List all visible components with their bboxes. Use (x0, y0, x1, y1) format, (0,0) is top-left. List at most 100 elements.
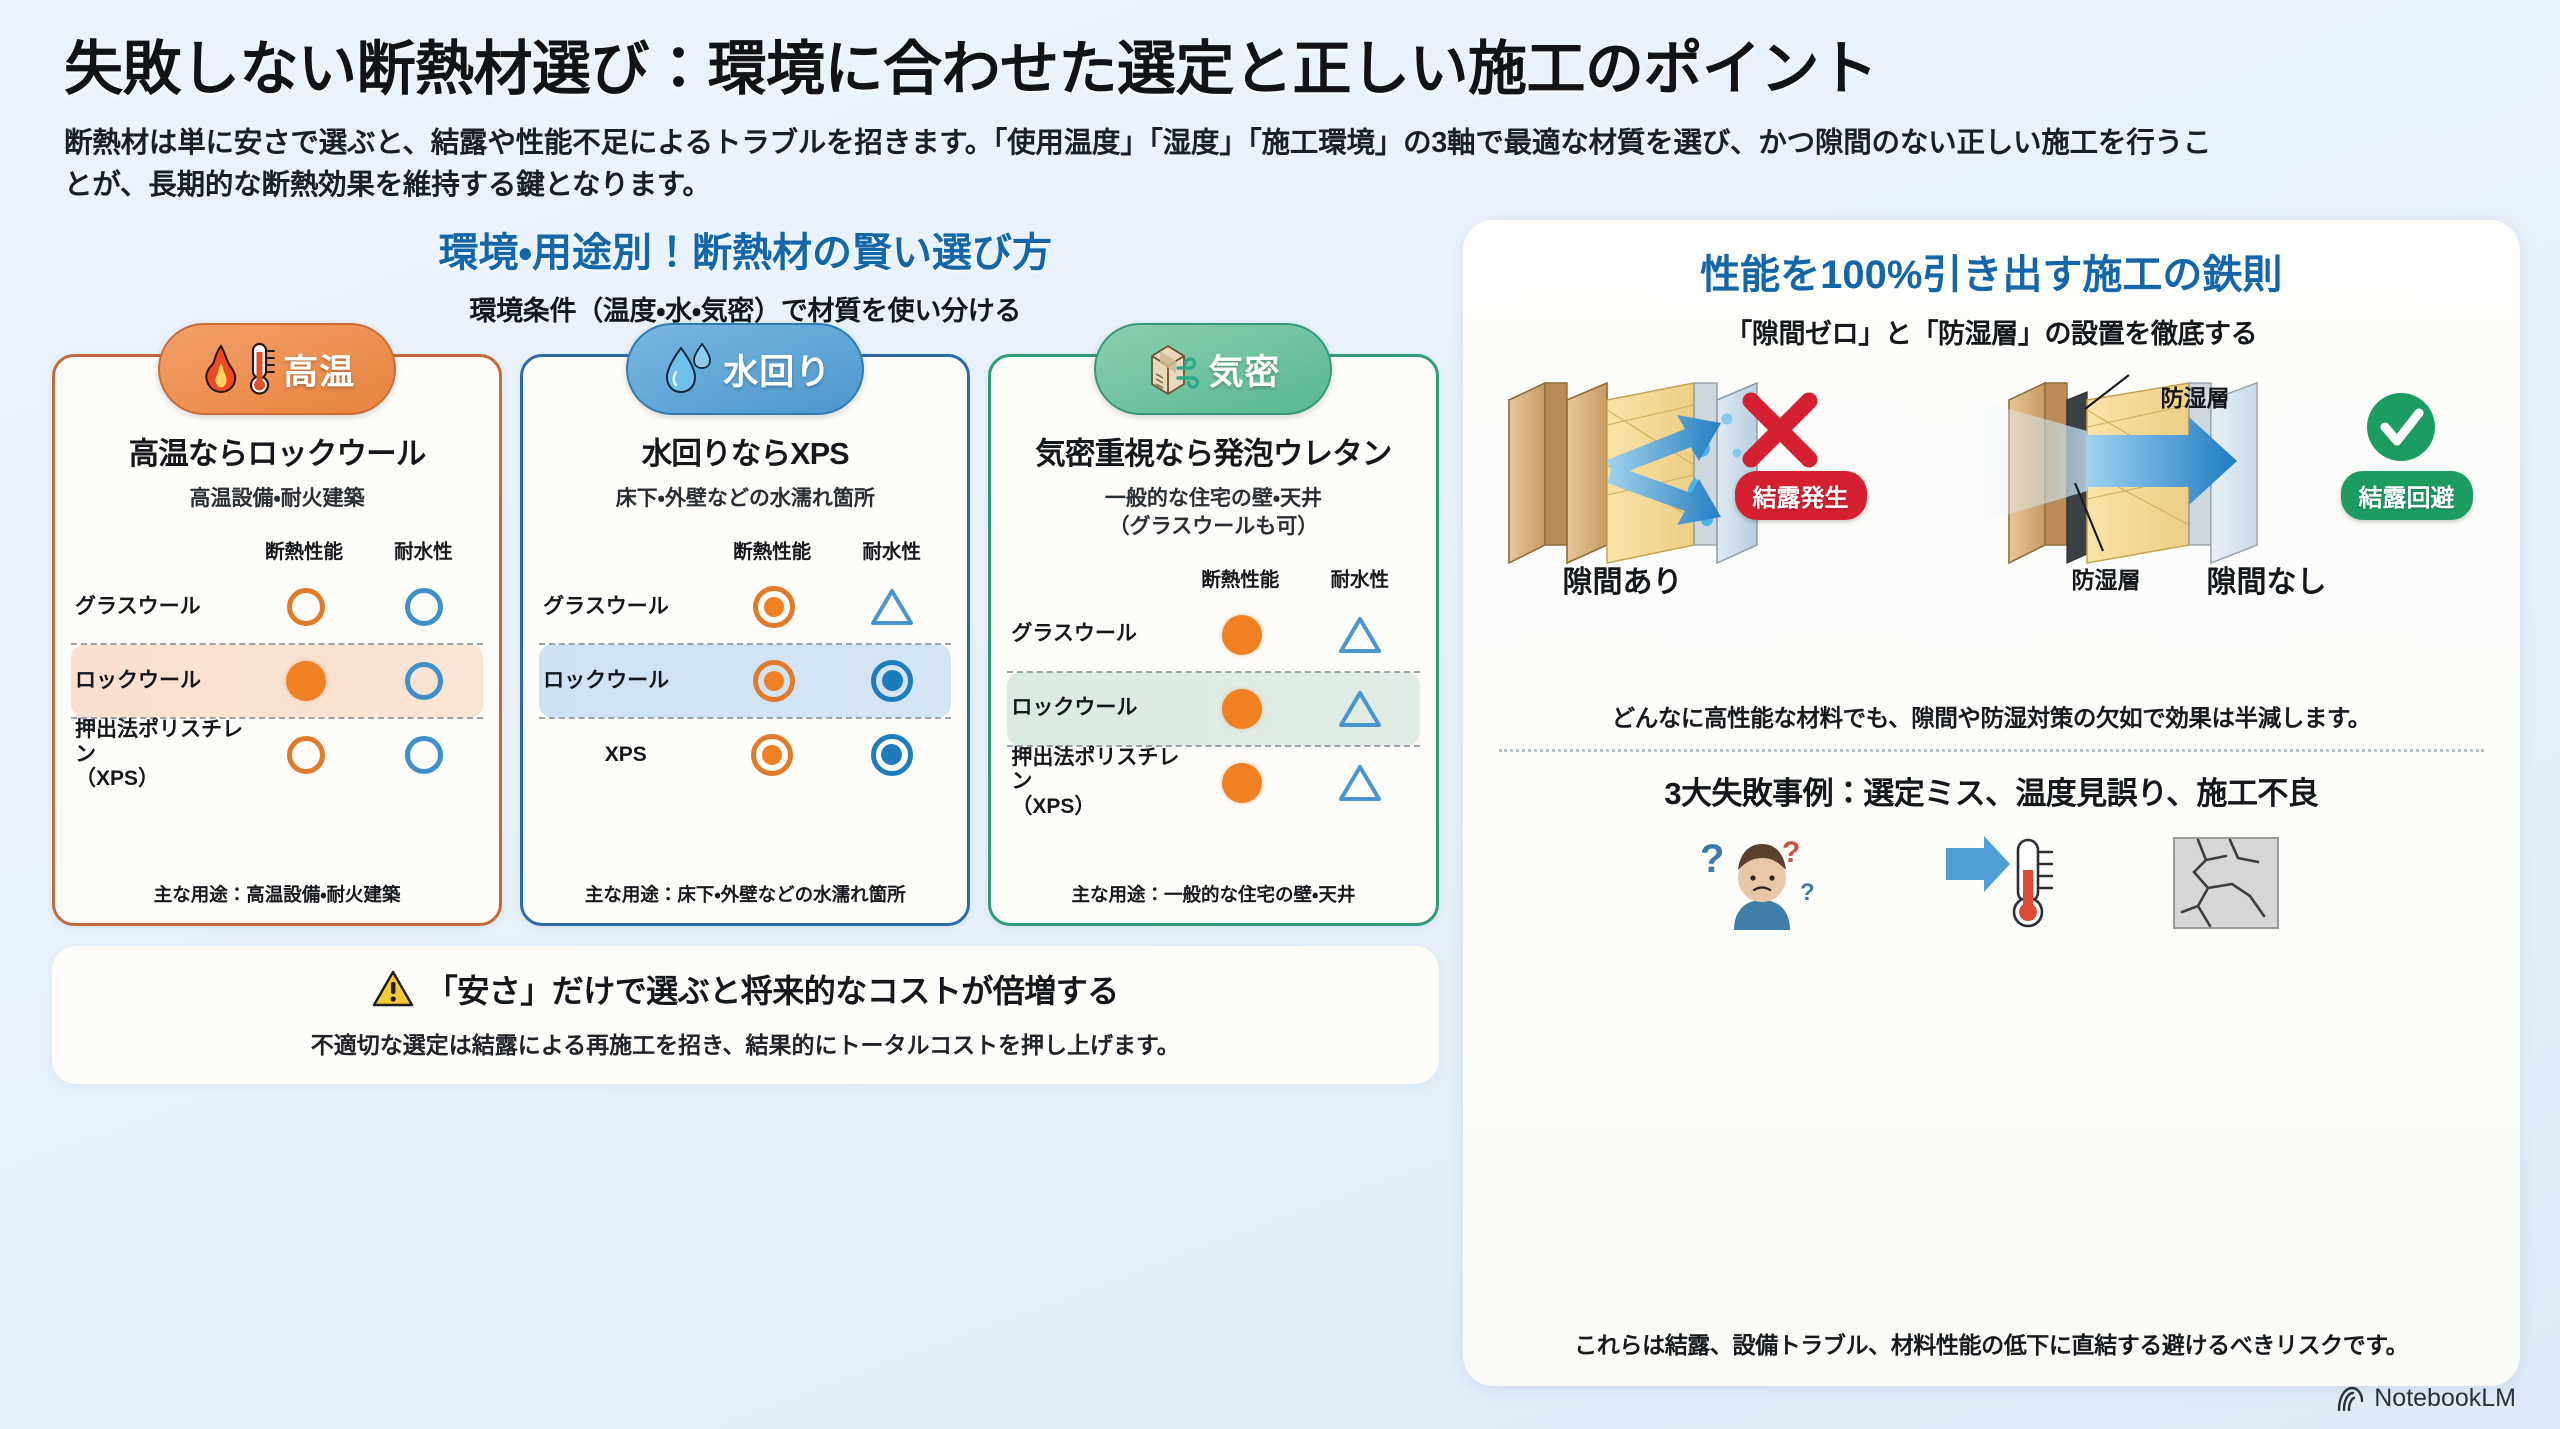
table-header-row: 断熱性能 耐水性 (1007, 563, 1419, 598)
svg-text:?: ? (1800, 879, 1815, 906)
callout-line-top (2083, 374, 2130, 411)
card-description: 一般的な住宅の壁・天井 （グラスウールも可） (1104, 487, 1322, 538)
cell-insulation (1183, 762, 1301, 803)
svg-text:?: ? (1700, 837, 1724, 881)
table-header-water: 耐水性 (394, 540, 453, 563)
table-row-highlighted: ロックウール (1007, 670, 1420, 747)
filled-dot-icon (285, 660, 326, 701)
table-row-highlighted: ロックウール (71, 642, 484, 719)
box-icon (1151, 345, 1200, 396)
cell-insulation (715, 585, 833, 628)
confused-person-icon: ? ? ? (1700, 836, 1815, 931)
badge-icon-group (1146, 340, 1200, 398)
cracked-wall-icon (2173, 837, 2280, 930)
cell-water (832, 733, 951, 776)
section-divider (1498, 749, 2484, 753)
table-row: グラスウール (539, 570, 951, 644)
triangle-icon (1339, 616, 1382, 653)
comparison-table: 断熱性能 耐水性 グラスウール ロックウール (1007, 563, 1420, 820)
row-material-name: グラスウール (1011, 622, 1137, 646)
table-row: XPS (539, 718, 951, 792)
cell-insulation (712, 733, 831, 776)
warning-title-row: 「安さ」だけで選ぶと将来的なコストが倍増する (76, 966, 1415, 1012)
circle-outline-blue-icon (405, 587, 444, 626)
circle-outline-blue-icon (405, 736, 444, 775)
filled-dot-icon (1222, 614, 1263, 655)
left-panel-subheading: 環境条件（温度・水・気密）で材質を使い分ける (469, 296, 1022, 327)
cell-insulation (247, 736, 365, 775)
wall-with-gap (1507, 381, 1818, 565)
table-row: 押出法ポリスチレン （XPS） (71, 718, 483, 792)
triangle-icon (871, 588, 914, 625)
badge-icon-group (659, 340, 715, 398)
double-circle-icon (752, 659, 795, 702)
wall-without-gap (1958, 374, 2435, 565)
row-material-name: ロックウール (543, 668, 670, 692)
label-vapour-barrier-top: 防湿層 (2160, 385, 2230, 412)
page-header: 失敗しない断熱材選び：環境に合わせた選定と正しい施工のポイント 断熱材は単に安さ… (0, 0, 2560, 206)
filled-dot-icon (1222, 688, 1263, 729)
row-material-name: グラスウール (75, 594, 201, 618)
double-circle-icon (751, 733, 794, 776)
table-header-insulation: 断熱性能 (264, 540, 343, 563)
warning-triangle-icon (372, 970, 413, 1007)
card-footer-usage: 主な用途：高温設備・耐火建築 (153, 884, 401, 906)
failure-icon-row: ? ? ? (1489, 823, 2494, 938)
construction-note: どんなに高性能な材料でも、隙間や防湿対策の欠如で効果は半減します。 (1611, 705, 2372, 732)
notebooklm-logo-icon (2338, 1386, 2364, 1411)
wind-icon (1176, 357, 1200, 389)
table-row: 押出法ポリスチレン （XPS） (1007, 746, 1419, 820)
double-circle-icon (752, 585, 795, 628)
card-description: 床下・外壁などの水濡れ箇所 (615, 487, 875, 511)
circle-outline-blue-icon (405, 661, 444, 700)
card-title: 高温ならロックウール (128, 437, 427, 472)
card-footer-usage: 主な用途：床下・外壁などの水濡れ箇所 (584, 884, 906, 906)
page-title: 失敗しない断熱材選び：環境に合わせた選定と正しい施工のポイント (64, 36, 1878, 102)
wall-construction-diagram: 防湿層 防湿層 結露発生 結露回避 隙間あり 隙間なし (1489, 365, 2494, 695)
table-header-insulation: 断熱性能 (1201, 568, 1280, 591)
row-material-name: ロックウール (75, 668, 201, 692)
cell-water (833, 659, 951, 702)
row-material-name: XPS (604, 742, 647, 766)
double-circle-blue-icon (871, 659, 914, 702)
label-vapour-barrier-bottom: 防湿層 (2071, 567, 2141, 594)
row-material-name: 押出法ポリスチレン （XPS） (75, 717, 243, 791)
double-circle-blue-icon (870, 733, 913, 776)
comparison-table: 断熱性能 耐水性 グラスウール (539, 535, 952, 792)
label-has-gap: 隙間あり (1562, 566, 1683, 600)
failure-cases-title: 3大失敗事例：選定ミス、温度見誤り、施工不良 (1664, 776, 2319, 812)
right-panel: 性能を100%引き出す施工の鉄則 「隙間ゼロ」と「防湿層」の設置を徹底する (1462, 220, 2520, 1387)
pill-condensation-avoided: 結露回避 (2340, 471, 2473, 521)
table-row: グラスウール (1007, 598, 1419, 672)
card-badge-high-temperature: 高温 (158, 323, 397, 416)
card-high-temperature[interactable]: 高温 高温ならロックウール 高温設備・耐火建築 断熱性能 耐水性 グラスウール (52, 323, 503, 927)
cell-insulation (1183, 688, 1301, 729)
right-panel-subheading: 「隙間ゼロ」と「防湿層」の設置を徹底する (1725, 319, 2258, 350)
table-header-insulation: 断熱性能 (733, 540, 812, 563)
cell-water (833, 587, 951, 627)
cell-water (1301, 763, 1419, 803)
material-cards: 高温 高温ならロックウール 高温設備・耐火建築 断熱性能 耐水性 グラスウール (52, 323, 1439, 927)
circle-outline-icon (286, 736, 325, 775)
table-header-row: 断熱性能 耐水性 (539, 535, 951, 570)
wall-diagram-svg (1507, 374, 2435, 565)
right-panel-footer: これらは結露、設備トラブル、材料性能の低下に直結する避けるべきリスクです。 (1574, 1332, 2409, 1359)
pill-condensation-occurs: 結露発生 (1734, 471, 1867, 521)
x-mark-icon (1742, 392, 1818, 468)
card-title: 気密重視なら発泡ウレタン (1035, 437, 1392, 472)
cell-water (365, 661, 483, 700)
cell-insulation (247, 587, 365, 626)
card-airtightness[interactable]: 気密 気密重視なら発泡ウレタン 一般的な住宅の壁・天井 （グラスウールも可） 断… (988, 323, 1439, 927)
badge-label: 水回り (723, 352, 832, 392)
warning-subtitle: 不適切な選定は結露による再施工を招き、結果的にトータルコストを押し上げます。 (310, 1032, 1180, 1059)
left-panel: 環境・用途別！断熱材の賢い選び方 環境条件（温度・水・気密）で材質を使い分ける (52, 220, 1439, 1386)
row-material-name: ロックウール (1011, 696, 1138, 720)
table-header-water: 耐水性 (1330, 568, 1390, 591)
card-water-area[interactable]: 水回り 水回りならXPS 床下・外壁などの水濡れ箇所 断熱性能 耐水性 グラスウ… (520, 323, 971, 927)
svg-text:?: ? (1782, 836, 1800, 869)
card-badge-water-area: 水回り (626, 323, 865, 416)
content-columns: 環境・用途別！断熱材の賢い選び方 環境条件（温度・水・気密）で材質を使い分ける (0, 206, 2560, 1387)
cell-water (365, 736, 483, 775)
filled-dot-icon (1222, 762, 1263, 803)
brand-mark: NotebookLM (2335, 1384, 2516, 1413)
